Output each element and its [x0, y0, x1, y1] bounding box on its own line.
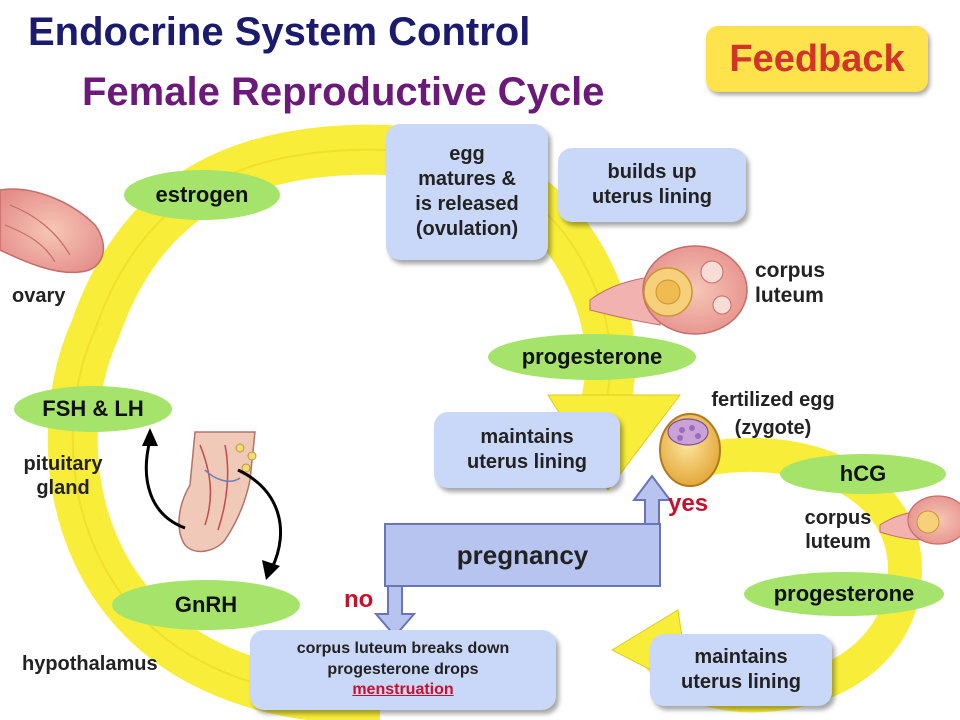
breakdown-line-2: progesterone drops — [327, 660, 479, 678]
pregnancy-label: pregnancy — [456, 539, 589, 570]
no-label: no — [344, 586, 374, 613]
gnrh-label: GnRH — [112, 580, 300, 630]
ovary-illustration — [0, 188, 105, 274]
fertilized-egg-line-2: (zygote) — [734, 417, 812, 439]
zygote-illustration — [659, 413, 721, 487]
pituitary-line-2: gland — [36, 477, 90, 499]
yes-label: yes — [668, 490, 709, 517]
corpus-luteum-top-line-2: luteum — [755, 284, 824, 308]
pregnancy-maintains-line-2: uterus lining — [681, 671, 801, 693]
feedback-button[interactable]: Feedback — [706, 26, 928, 92]
egg-matures-line-3: is released — [415, 193, 519, 215]
pregnancy-maintains-box: maintains uterus lining — [650, 634, 832, 706]
hypothalamus-to-pituitary-arrow — [237, 468, 283, 580]
corpus-luteum-top-line-1: corpus — [755, 259, 826, 282]
pregnancy-decision-arrows — [373, 474, 672, 638]
hypothalamus-label: hypothalamus — [22, 653, 158, 675]
maintains-line-2: uterus lining — [467, 451, 587, 473]
fsh-lh-label: FSH & LH — [14, 386, 172, 432]
fertilized-egg-label: fertilized egg (zygote) — [690, 388, 856, 440]
corpus-luteum-top-label: corpus luteum — [755, 258, 825, 308]
menstruation-link[interactable]: menstruation — [352, 681, 454, 699]
egg-matures-line-4: (ovulation) — [415, 218, 519, 240]
maintains-line-1: maintains — [480, 426, 574, 448]
pituitary-illustration — [178, 431, 257, 553]
egg-matures-line-1: egg — [449, 143, 485, 165]
page-subtitle: Female Reproductive Cycle — [82, 70, 605, 114]
builds-up-line-1: builds up — [607, 161, 697, 183]
builds-up-box: builds up uterus lining — [558, 148, 746, 222]
pituitary-label: pituitary gland — [8, 452, 118, 500]
breakdown-line-1: corpus luteum breaks down — [296, 639, 510, 657]
estrogen-label: estrogen — [124, 170, 280, 220]
breakdown-box: corpus luteum breaks down progesterone d… — [250, 630, 556, 710]
corpus-luteum-bottom-label: corpus luteum — [790, 506, 886, 554]
progesterone-label: progesterone — [488, 334, 696, 380]
pituitary-line-1: pituitary — [23, 453, 103, 475]
corpus-luteum-illustration-top — [589, 245, 748, 335]
corpus-luteum-bottom-line-1: corpus — [804, 507, 872, 529]
corpus-luteum-illustration-bottom — [879, 495, 960, 545]
hcg-label: hCG — [780, 454, 946, 494]
page-title: Endocrine System Control — [28, 10, 531, 54]
pregnancy-maintains-line-1: maintains — [694, 646, 788, 668]
egg-matures-box: egg matures & is released (ovulation) — [386, 124, 548, 260]
corpus-luteum-bottom-line-2: luteum — [805, 531, 871, 553]
ovary-label: ovary — [12, 285, 66, 307]
maintains-uterus-box: maintains uterus lining — [434, 412, 620, 488]
gnrh-to-fsh-arrow — [142, 428, 186, 530]
egg-matures-line-2: matures & — [418, 168, 516, 190]
builds-up-line-2: uterus lining — [592, 186, 712, 208]
fertilized-egg-line-1: fertilized egg — [711, 389, 835, 411]
pregnancy-progesterone-label: progesterone — [744, 572, 944, 616]
